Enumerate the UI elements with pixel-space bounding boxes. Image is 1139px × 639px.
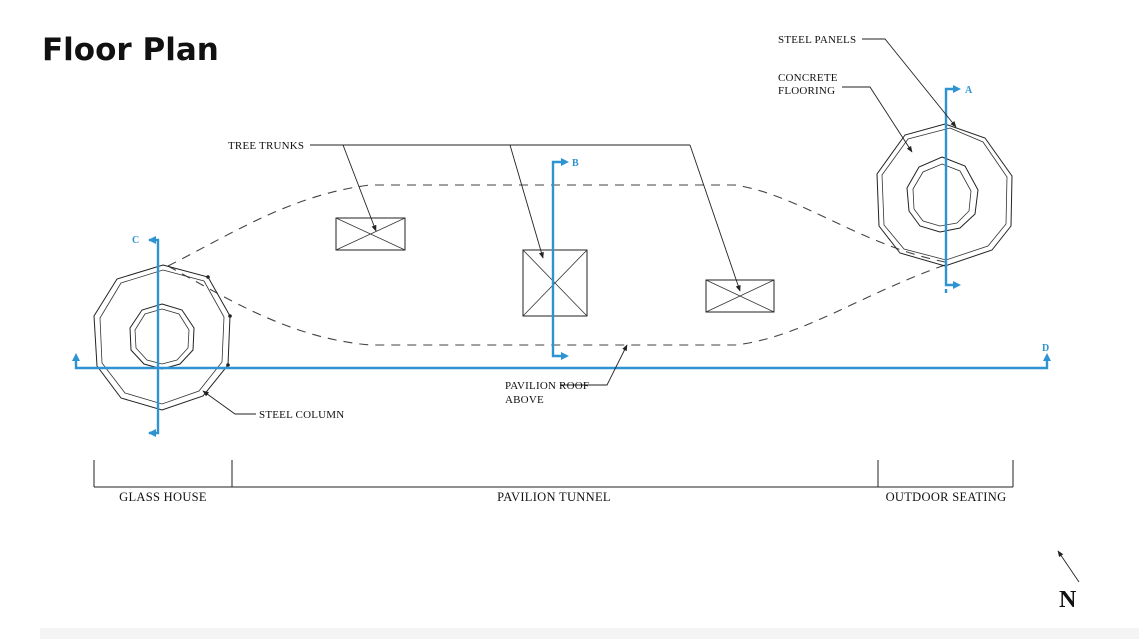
zone-glass-house: GLASS HOUSE <box>119 490 207 504</box>
label-steel-column: STEEL COLUMN <box>259 409 344 421</box>
glass-house-structure <box>93 264 232 411</box>
section-line-a <box>944 87 954 287</box>
pavilion-roof-outline <box>167 184 946 267</box>
label-tree-trunks: TREE TRUNKS <box>228 140 304 152</box>
section-cut-lines <box>72 85 1051 437</box>
label-concrete-flooring-line2: FLOORING <box>778 85 835 97</box>
section-line-d <box>74 360 1049 370</box>
label-concrete-flooring-line1: CONCRETE <box>778 72 838 84</box>
zone-dimension-strip <box>93 460 1014 488</box>
bottom-band <box>40 628 1139 639</box>
label-steel-panels: STEEL PANELS <box>778 34 856 46</box>
label-pavilion-roof-line1: PAVILION ROOF <box>505 380 589 392</box>
tree-trunk-center <box>522 249 588 317</box>
outdoor-seating-structure <box>876 123 1013 267</box>
zone-outdoor-seating: OUTDOOR SEATING <box>886 490 1007 504</box>
section-line-b <box>551 160 562 358</box>
section-label-a: A <box>965 85 973 96</box>
north-arrow-icon <box>1057 550 1080 583</box>
zone-pavilion-tunnel: PAVILION TUNNEL <box>497 490 611 504</box>
annotation-leaders <box>202 38 957 415</box>
north-label: N <box>1059 587 1077 613</box>
tree-trunk-west <box>335 217 406 251</box>
tree-trunk-east <box>705 279 775 313</box>
section-label-b: B <box>572 158 579 169</box>
page-title: Floor Plan <box>42 32 219 68</box>
section-label-d: D <box>1042 343 1049 354</box>
section-label-c: C <box>132 235 139 246</box>
label-pavilion-roof-line2: ABOVE <box>505 394 544 406</box>
